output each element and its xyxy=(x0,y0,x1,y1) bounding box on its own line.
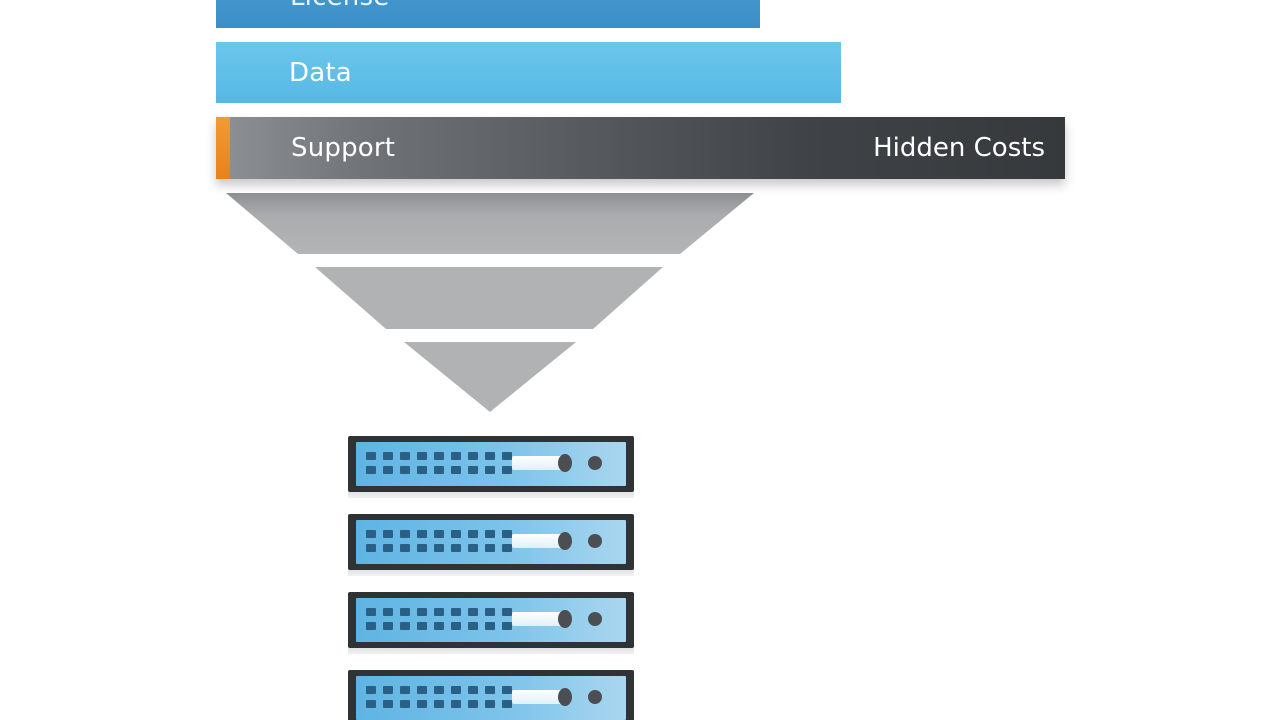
status-led-icon xyxy=(588,456,602,470)
support-accent-strip xyxy=(216,117,230,179)
power-led-icon xyxy=(558,688,572,706)
server-unit xyxy=(348,670,634,720)
server-face xyxy=(356,442,626,486)
status-led-icon xyxy=(588,690,602,704)
server-shadow xyxy=(348,644,634,654)
license-label: License xyxy=(290,0,389,12)
support-label: Support xyxy=(291,133,396,163)
server-face xyxy=(356,598,626,642)
server-vents xyxy=(366,530,512,552)
data-label: Data xyxy=(289,57,352,88)
server-rack-icon xyxy=(348,436,634,492)
server-vents xyxy=(366,452,512,474)
server-shadow xyxy=(348,488,634,498)
hidden-costs-label: Hidden Costs xyxy=(873,133,1045,163)
funnel-tier-1 xyxy=(226,193,754,254)
server-unit xyxy=(348,514,634,576)
power-led-icon xyxy=(558,532,572,550)
power-led-icon xyxy=(558,454,572,472)
server-unit xyxy=(348,592,634,654)
server-shadow xyxy=(348,566,634,576)
server-rack-icon xyxy=(348,514,634,570)
data-layer: Data xyxy=(216,42,841,103)
server-vents xyxy=(366,608,512,630)
status-led-icon xyxy=(588,534,602,548)
drive-slot xyxy=(512,456,562,470)
server-unit xyxy=(348,436,634,498)
support-layer: Support Hidden Costs xyxy=(216,117,1065,179)
server-rack-icon xyxy=(348,592,634,648)
server-rack-icon xyxy=(348,670,634,720)
drive-slot xyxy=(512,612,562,626)
license-layer: License xyxy=(216,0,760,28)
funnel-icon xyxy=(226,193,754,412)
power-led-icon xyxy=(558,610,572,628)
drive-slot xyxy=(512,534,562,548)
server-face xyxy=(356,520,626,564)
funnel-tier-3 xyxy=(404,342,576,412)
server-stack xyxy=(348,436,634,720)
server-vents xyxy=(366,686,512,708)
drive-slot xyxy=(512,690,562,704)
status-led-icon xyxy=(588,612,602,626)
funnel-tier-2 xyxy=(315,267,663,329)
server-face xyxy=(356,676,626,720)
